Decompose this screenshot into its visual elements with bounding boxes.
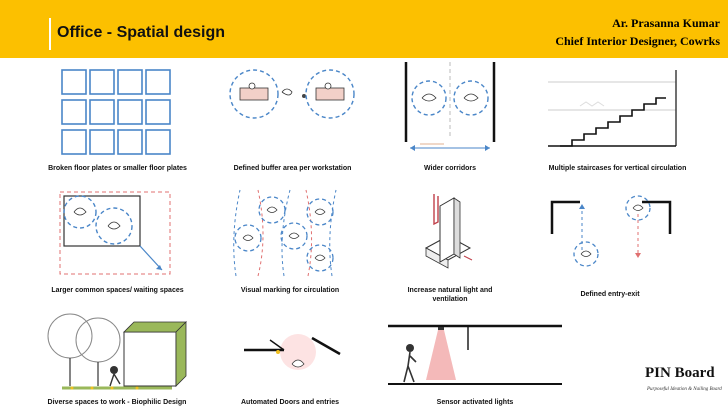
logo-name: PIN Board <box>645 365 715 381</box>
caption-biophilic-design: Diverse spaces to work - Biophilic Desig… <box>47 399 187 406</box>
biophilic-design-icon <box>42 312 192 396</box>
natural-light-icon <box>416 186 476 276</box>
author-name: Ar. Prasanna Kumar <box>612 16 720 30</box>
caption-common-spaces: Larger common spaces/ waiting spaces <box>51 287 184 294</box>
entry-exit-icon <box>546 194 676 274</box>
caption-workstation-buffer: Defined buffer area per workstation <box>233 165 352 172</box>
header-bar: Office - Spatial design Ar. Prasanna Kum… <box>0 0 728 58</box>
caption-entry-exit: Defined entry-exit <box>580 291 640 298</box>
title-divider <box>49 18 51 50</box>
common-space-icon <box>58 190 174 280</box>
pin-board-logo: PIN Board Purposeful Ideation & Nailing … <box>645 365 723 405</box>
sensor-light-icon <box>386 320 564 386</box>
caption-circulation-marking: Visual marking for circulation <box>240 287 340 294</box>
caption-sensor-lights: Sensor activated lights <box>436 399 514 406</box>
automated-door-icon <box>240 330 350 396</box>
logo-tagline: Purposeful Ideation & Nailing Board <box>647 387 722 392</box>
page-title: Office - Spatial design <box>57 24 226 41</box>
caption-floor-plates: Broken floor plates or smaller floor pla… <box>48 165 187 172</box>
staircase-icon <box>540 66 690 156</box>
caption-natural-light: Increase natural light and ventilation <box>407 287 493 303</box>
circulation-marking-icon <box>222 188 352 280</box>
author-block: Ar. Prasanna Kumar Chief Interior Design… <box>555 14 720 50</box>
workstation-buffer-icon <box>222 66 362 126</box>
floor-plates-grid-icon <box>60 68 172 158</box>
wide-corridor-icon <box>400 58 500 154</box>
caption-automated-doors: Automated Doors and entries <box>240 399 339 406</box>
caption-wider-corridors: Wider corridors <box>423 165 477 172</box>
author-role: Chief Interior Designer, Cowrks <box>555 34 720 48</box>
caption-staircases: Multiple staircases for vertical circula… <box>548 165 687 172</box>
